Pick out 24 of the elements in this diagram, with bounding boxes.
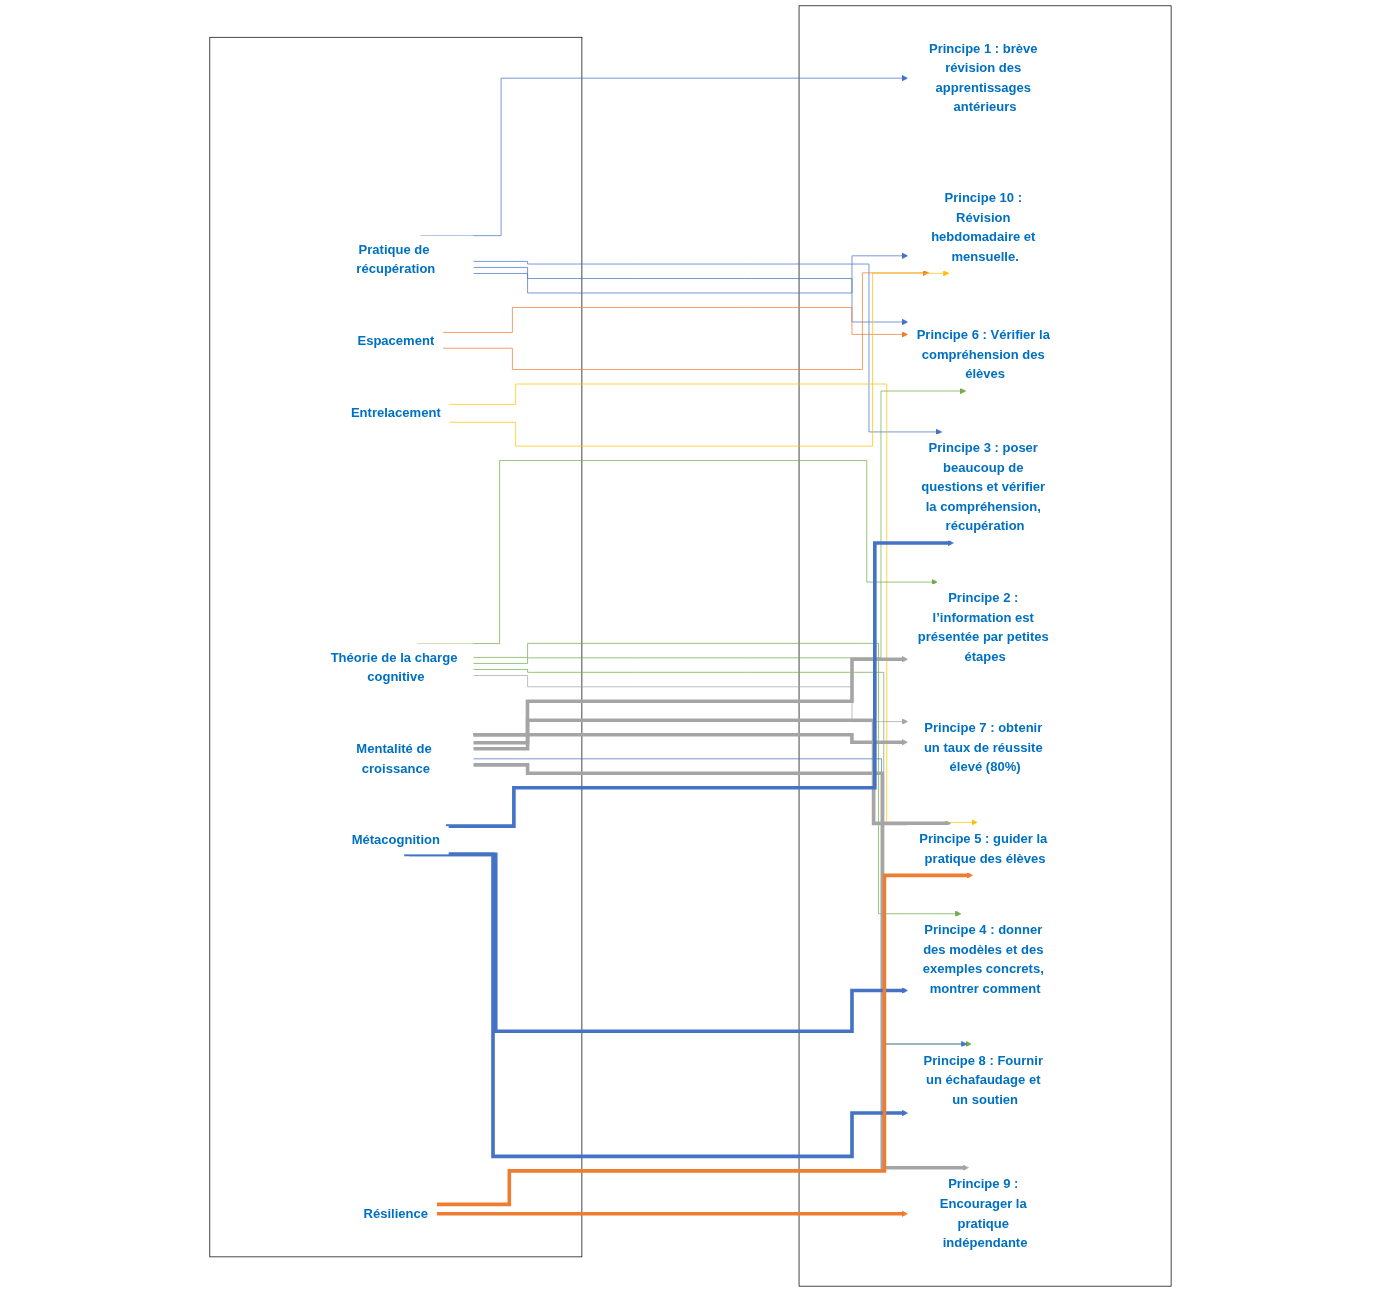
arrow xyxy=(473,732,908,751)
arrow xyxy=(473,718,952,827)
node-text: Principe 10 : Révision hebdomadaire et mensuelle. xyxy=(931,190,1036,264)
node-text: Principe 6 : Vérifier la compréhension des élèves xyxy=(916,327,1050,382)
node-text: Principe 4 : donner des modèles et des exemples concrets, montrer comment xyxy=(922,922,1044,996)
node-text: Mentalité de croissance xyxy=(356,741,432,776)
cluster xyxy=(209,36,583,1258)
node-text: Entrelacement xyxy=(350,405,441,420)
node-text: Principe 2 : l’information est présentée par petites étapes xyxy=(917,590,1049,664)
node-text: Espacement xyxy=(357,333,435,348)
diagram: Pratique de récupération Espacement Entrelacement Théorie de la charge cognitive Mentalité de croissance Métacognition Résilience Principe 1 : brève révision des apprentissages antérieurs Principe 10 : Révision hebdomadaire et mensuelle. Principe 6 : Vérifier la compréhension des élèves Principe 3 : poser beaucoup de questions et vérifier la compréhension, récupération Principe 2 : l’information est présentée par petites étapes Principe 7 : obtenir un taux de réussite élevé (80%) Principe 5 : guider la pratique des élèves Principe 4 : donner des modèles et des exemples concrets, montrer comment Principe 8 : Fournir un échafaudage et un soutien Principe 9 : Encourager la pratique indépendante xyxy=(204,0,1177,1292)
node-text: Principe 1 : brève révision des apprentissages antérieurs xyxy=(928,41,1038,115)
node-text: Principe 8 : Fournir un échafaudage et un soutien xyxy=(923,1053,1044,1107)
node-text: Principe 3 : poser beaucoup de questions et vérifier la compréhension, récupération xyxy=(921,440,1046,534)
node-text: Résilience xyxy=(363,1206,429,1221)
cluster xyxy=(798,5,1172,1287)
arrow xyxy=(436,872,974,1207)
node-text: Principe 7 : obtenir un taux de réussite élevé (80%) xyxy=(923,720,1043,775)
node-text: Principe 5 : guider la pratique des élèves xyxy=(919,831,1048,866)
arrow xyxy=(473,763,969,1171)
arrow xyxy=(445,539,954,828)
arrow xyxy=(436,1210,908,1217)
arrow xyxy=(404,852,909,1159)
node-text: Principe 9 : Encourager la pratique indépendante xyxy=(939,1176,1028,1250)
